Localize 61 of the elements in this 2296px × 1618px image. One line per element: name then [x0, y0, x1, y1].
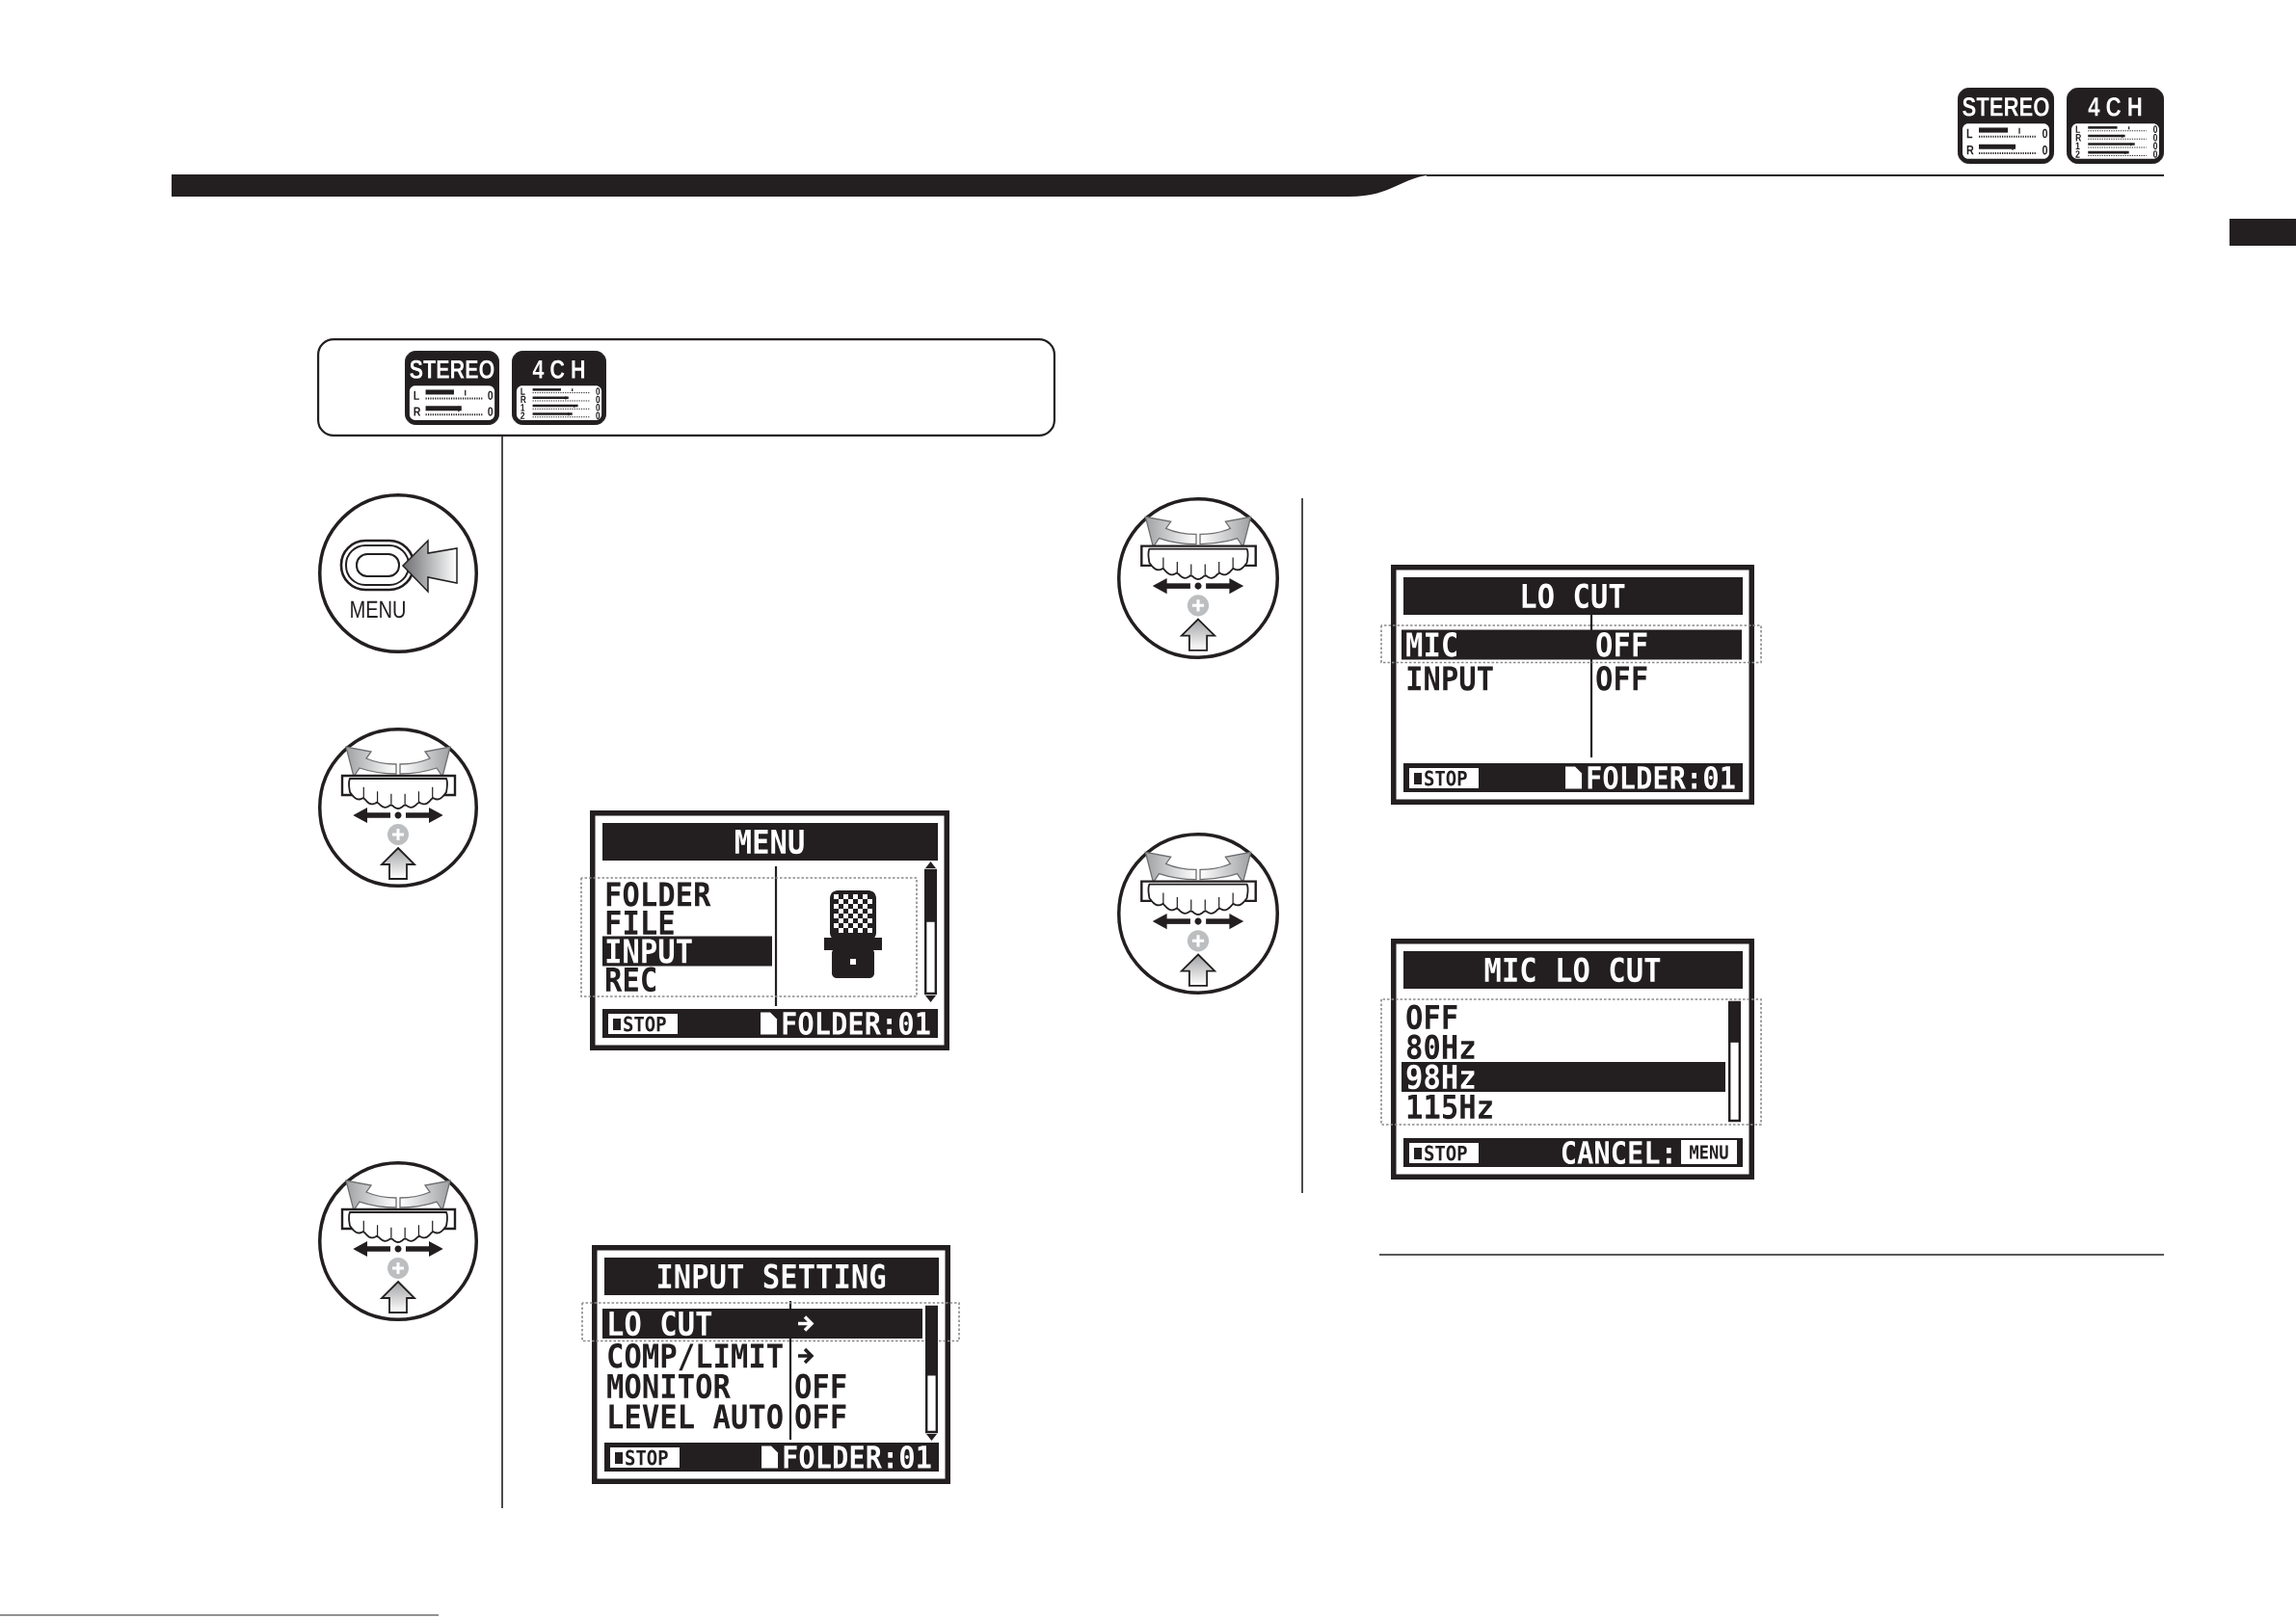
title-bar: LO CUT — [1403, 577, 1743, 615]
menu-item: MONITOR — [607, 1373, 731, 1399]
stop-button: STOP — [610, 1447, 680, 1468]
mode-panel — [317, 338, 1055, 437]
menu-item: FILE — [606, 910, 674, 935]
scale-label: 0 — [596, 387, 601, 395]
setting-value: OFF — [795, 1373, 846, 1399]
badge-title: STEREO — [1962, 96, 2049, 117]
status-text: FOLDER:01 — [783, 1011, 930, 1036]
stop-button: STOP — [1409, 768, 1479, 788]
channel-label: L — [414, 390, 419, 400]
status-text: FOLDER:01 — [784, 1445, 931, 1470]
menu-item: 80Hz — [1406, 1034, 1475, 1060]
scale-label: 0 — [2042, 145, 2048, 155]
channel-label: R — [2075, 134, 2082, 142]
menu-item: FOLDER — [606, 881, 711, 907]
menu-item: REC — [606, 967, 655, 993]
scale-label: 0 — [488, 407, 494, 416]
channel-label: R — [414, 407, 421, 416]
status-text: FOLDER:01 — [1588, 765, 1735, 790]
menu-item: INPUT — [606, 939, 692, 964]
channel-label: R — [521, 395, 526, 404]
setting-value: OFF — [795, 1403, 846, 1429]
scale-label: 0 — [596, 411, 601, 419]
scale-label: 0 — [596, 404, 601, 411]
stop-button: STOP — [1409, 1143, 1479, 1163]
scale-label: 0 — [2042, 128, 2048, 139]
scale-label: 0 — [596, 395, 601, 404]
title-bar: INPUT SETTING — [604, 1258, 939, 1295]
channel-label: L — [1966, 128, 1973, 139]
menu-item: COMP/LIMIT — [608, 1342, 783, 1371]
menu-item: MIC — [1406, 631, 1456, 657]
scale-label: 0 — [2153, 142, 2158, 150]
menu-item: 98Hz — [1406, 1064, 1475, 1090]
menu-item: LO CUT — [609, 1311, 712, 1337]
menu-key: MENU — [1681, 1140, 1737, 1164]
menu-item: INPUT — [1407, 666, 1493, 691]
channel-label: 2 — [2075, 150, 2080, 158]
status-text: CANCEL: — [1562, 1140, 1671, 1165]
channel-label: L — [521, 387, 525, 395]
scale-label: 0 — [2153, 133, 2158, 142]
badge-title: 4 C H — [532, 359, 585, 379]
scale-label: 0 — [488, 390, 494, 400]
setting-value: OFF — [1596, 631, 1647, 657]
setting-value: OFF — [1596, 665, 1647, 691]
channel-label: 2 — [521, 411, 525, 419]
scale-label: 0 — [2153, 125, 2158, 133]
menu-item: 115Hz — [1407, 1094, 1492, 1120]
badge-title: STEREO — [410, 359, 494, 379]
key-label: MENU — [351, 600, 405, 619]
stop-button: STOP — [608, 1014, 678, 1034]
channel-label: 1 — [521, 404, 525, 411]
channel-label: L — [2075, 125, 2081, 133]
channel-label: 1 — [2075, 142, 2080, 150]
menu-item: OFF — [1406, 1004, 1457, 1030]
menu-item: LEVEL AUTO — [609, 1403, 783, 1429]
title-bar: MIC LO CUT — [1403, 951, 1743, 989]
title-bar: MENU — [602, 823, 938, 861]
scale-label: 0 — [2153, 150, 2158, 158]
channel-label: R — [1966, 146, 1974, 155]
badge-title: 4 C H — [2088, 96, 2142, 117]
